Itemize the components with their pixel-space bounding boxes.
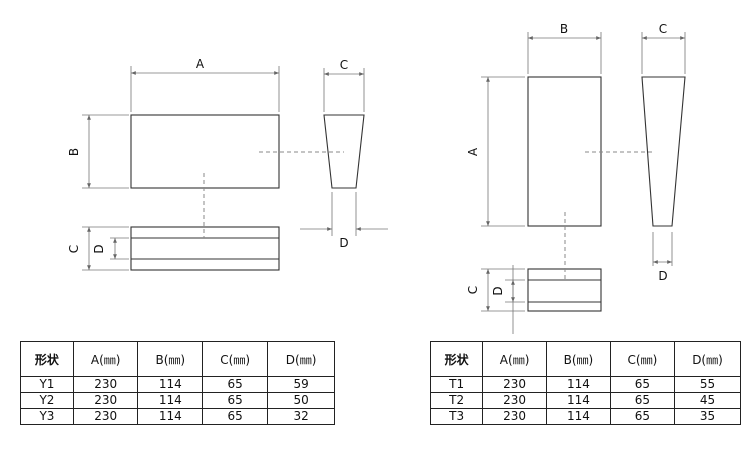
right-label-c-side: C bbox=[466, 286, 480, 294]
cell: 230 bbox=[72, 408, 139, 425]
cell: T1 bbox=[429, 376, 484, 393]
right-top-view bbox=[527, 76, 602, 227]
cell: 230 bbox=[482, 376, 547, 393]
cell: 65 bbox=[609, 376, 676, 393]
right-label-d-bottom: D bbox=[658, 269, 667, 283]
cell: 114 bbox=[545, 408, 611, 425]
cell: 114 bbox=[137, 392, 204, 409]
left-side-view bbox=[323, 114, 365, 189]
table-row: Y1 230 114 65 59 bbox=[20, 376, 335, 393]
cell: 230 bbox=[482, 392, 547, 409]
cell: 114 bbox=[137, 408, 204, 425]
table-row: Y2 230 114 65 50 bbox=[20, 392, 335, 409]
cell: 65 bbox=[202, 392, 269, 409]
right-label-c: C bbox=[659, 22, 667, 36]
cell: Y1 bbox=[20, 376, 74, 393]
cell: 65 bbox=[202, 376, 269, 393]
header-a: A(㎜) bbox=[72, 341, 139, 377]
header-c: C(㎜) bbox=[609, 341, 676, 377]
left-label-d-side: D bbox=[92, 244, 106, 253]
left-label-c-side: C bbox=[67, 245, 81, 253]
right-side-view bbox=[641, 76, 686, 227]
left-label-a: A bbox=[196, 57, 205, 71]
left-figure: A B C D C D bbox=[67, 57, 388, 271]
right-label-d-side: D bbox=[491, 286, 505, 295]
cell: 55 bbox=[674, 376, 741, 393]
header-d: D(㎜) bbox=[267, 341, 335, 377]
cell: Y2 bbox=[20, 392, 74, 409]
spec-table-y: 形状 A(㎜) B(㎜) C(㎜) D(㎜) Y1 230 114 65 59 … bbox=[20, 341, 335, 425]
table-row: T3 230 114 65 35 bbox=[429, 408, 741, 425]
cell: 114 bbox=[137, 376, 204, 393]
header-c: C(㎜) bbox=[202, 341, 269, 377]
table-row: Y3 230 114 65 32 bbox=[20, 408, 335, 425]
table-row: T2 230 114 65 45 bbox=[429, 392, 741, 409]
right-label-a: A bbox=[466, 147, 480, 156]
cell: 65 bbox=[609, 408, 676, 425]
left-top-view bbox=[130, 114, 280, 189]
cell: 230 bbox=[72, 376, 139, 393]
table-header-row: 形状 A(㎜) B(㎜) C(㎜) D(㎜) bbox=[20, 341, 335, 377]
cell: 65 bbox=[202, 408, 269, 425]
left-label-b: B bbox=[67, 148, 81, 156]
cell: 230 bbox=[482, 408, 547, 425]
cell: Y3 bbox=[20, 408, 74, 425]
cell: 32 bbox=[267, 408, 335, 425]
cell: 50 bbox=[267, 392, 335, 409]
cell: 45 bbox=[674, 392, 741, 409]
header-shape: 形状 bbox=[20, 341, 74, 377]
cell: 35 bbox=[674, 408, 741, 425]
cell: T3 bbox=[429, 408, 484, 425]
right-figure: B C A D C D bbox=[466, 22, 686, 334]
left-front-view bbox=[130, 226, 280, 271]
cell: 114 bbox=[545, 392, 611, 409]
cell: 114 bbox=[545, 376, 611, 393]
cell: 59 bbox=[267, 376, 335, 393]
header-b: B(㎜) bbox=[137, 341, 204, 377]
table-header-row: 形状 A(㎜) B(㎜) C(㎜) D(㎜) bbox=[429, 341, 741, 377]
header-d: D(㎜) bbox=[674, 341, 741, 377]
cell: 65 bbox=[609, 392, 676, 409]
left-label-c: C bbox=[340, 58, 348, 72]
right-label-b: B bbox=[560, 22, 568, 36]
spec-table-t: 形状 A(㎜) B(㎜) C(㎜) D(㎜) T1 230 114 65 55 … bbox=[429, 341, 741, 425]
header-a: A(㎜) bbox=[482, 341, 547, 377]
left-label-d-bottom: D bbox=[339, 236, 348, 250]
cell: 230 bbox=[72, 392, 139, 409]
header-b: B(㎜) bbox=[545, 341, 611, 377]
table-row: T1 230 114 65 55 bbox=[429, 376, 741, 393]
header-shape: 形状 bbox=[429, 341, 484, 377]
cell: T2 bbox=[429, 392, 484, 409]
